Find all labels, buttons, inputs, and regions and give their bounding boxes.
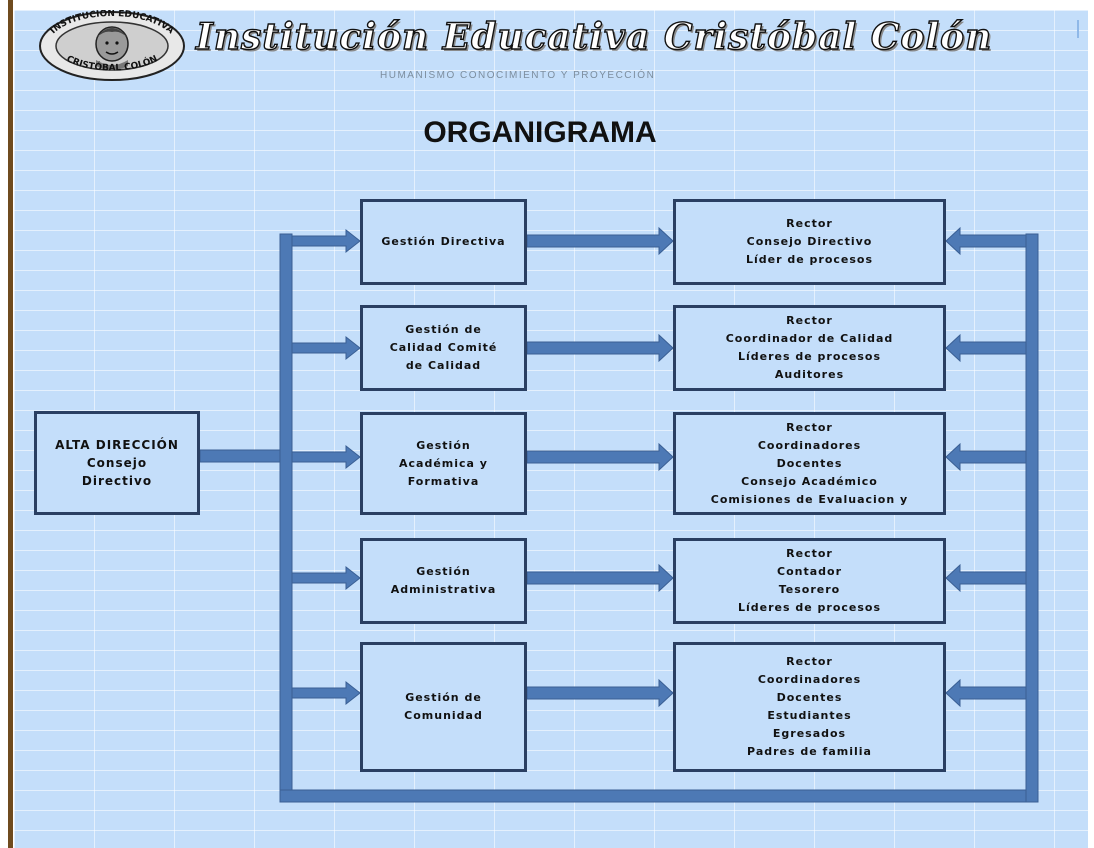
responsable-line: Comisiones de Evaluacion y [710,492,909,506]
gestion-to-responsables-arrow [526,678,674,708]
responsables-box-comunidad: Rector Coordinadores Docentes Estudiante… [673,642,946,772]
gestion-box-academica: Gestión Académica y Formativa [360,412,527,515]
gestion-line: Gestión Directiva [381,235,506,248]
feedback-arrow [945,442,1027,472]
responsable-line: Coordinadores [757,438,862,452]
gestion-box-comunidad: Gestión de Comunidad [360,642,527,772]
responsable-line: Docentes [776,691,843,704]
right-bus [1025,233,1039,803]
feedback-arrow [945,563,1027,593]
responsable-line: Rector [786,547,833,560]
feedback-arrow [945,333,1027,363]
bus-to-gestion-arrow [291,680,361,706]
diagram-title: ORGANIGRAMA [423,116,657,149]
bus-to-gestion-arrow [291,565,361,591]
gestion-to-responsables-arrow [526,226,674,256]
bus-to-gestion-arrow [291,228,361,254]
responsable-line: Consejo Académico [741,474,878,488]
responsable-line: Auditores [774,368,845,381]
gestion-box-directiva: Gestión Directiva [360,199,527,285]
bottom-bus [279,789,1039,803]
responsables-box-directiva: Rector Consejo Directivo Líder de proces… [673,199,946,285]
sheet-top-border [14,8,1088,10]
scroll-marker [1077,20,1079,38]
gestion-to-responsables-arrow [526,333,674,363]
feedback-arrow [945,226,1027,256]
root-line: Consejo [86,456,148,470]
responsable-line: Coordinador de Calidad [725,332,894,345]
gestion-line: Calidad Comité [389,341,498,354]
sheet-left-border [8,0,13,848]
responsable-line: Consejo Directivo [746,235,873,248]
responsable-line: Estudiantes [767,709,852,722]
responsable-line: Contador [777,565,842,578]
gestion-line: Gestión de [405,323,482,336]
responsables-box-calidad: Rector Coordinador de Calidad Líderes de… [673,305,946,391]
gestion-to-responsables-arrow [526,563,674,593]
responsable-line: Docentes [776,456,843,470]
responsable-line: Coordinadores [757,673,862,686]
root-line: Directivo [81,474,153,488]
responsable-line: Egresados [772,727,847,740]
gestion-line: Comunidad [404,709,483,722]
bus-to-gestion-arrow [291,444,361,470]
institution-motto: HUMANISMO CONOCIMIENTO Y PROYECCIÓN [380,70,656,81]
gestion-box-administrativa: Gestión Administrativa [360,538,527,624]
responsable-line: Tesorero [778,583,841,596]
responsable-line: Rector [786,420,833,434]
responsable-line: Líderes de procesos [737,601,882,614]
gestion-line: Gestión [416,438,471,452]
gestion-box-calidad: Gestión de Calidad Comité de Calidad [360,305,527,391]
gestion-line: Gestión de [405,691,482,704]
responsables-box-administrativa: Rector Contador Tesorero Líderes de proc… [673,538,946,624]
gestion-line: Formativa [407,474,480,488]
feedback-arrow [945,678,1027,708]
gestion-to-responsables-arrow [526,442,674,472]
bus-to-gestion-arrow [291,335,361,361]
left-bus [279,233,293,801]
responsable-line: Rector [786,655,833,668]
root-connector [199,449,287,463]
root-line: ALTA DIRECCIÓN [55,438,179,452]
gestion-line: Administrativa [390,583,497,596]
responsable-line: Padres de familia [747,745,872,758]
gestion-line: Académica y [399,456,488,470]
root-box-alta-direccion: ALTA DIRECCIÓN Consejo Directivo [34,411,200,515]
institution-name: Institución Educativa Cristóbal Colón [195,15,993,58]
gestion-line: de Calidad [405,359,482,372]
gestion-line: Gestión [416,565,471,578]
responsable-line: Rector [786,314,833,327]
responsable-line: Rector [786,217,833,230]
institution-logo: INSTITUCIÓN EDUCATIVA CRISTÓBAL COLÓN [39,10,185,81]
responsable-line: Líderes de procesos [737,350,882,363]
responsable-line: Líder de procesos [745,253,874,266]
responsables-box-academica: Rector Coordinadores Docentes Consejo Ac… [673,412,946,515]
